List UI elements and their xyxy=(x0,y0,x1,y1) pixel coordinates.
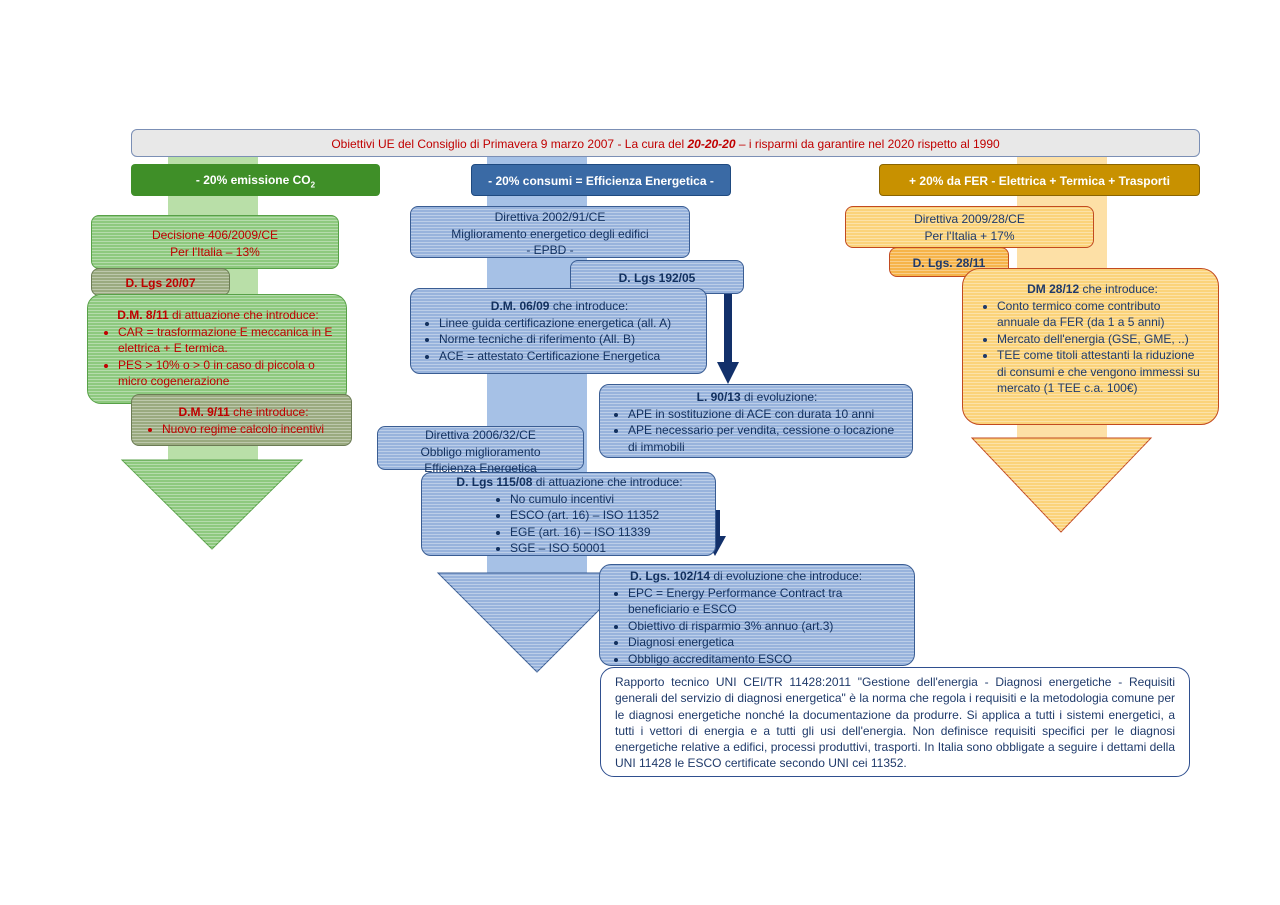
dm-28-12-box: DM 28/12 che introduce: Conto termico co… xyxy=(962,268,1219,425)
title-bar: Obiettivi UE del Consiglio di Primavera … xyxy=(131,129,1200,157)
direttiva-2009-box: Direttiva 2009/28/CE Per l'Italia + 17% xyxy=(845,206,1094,248)
dlgs-102-14-item: Obbligo accreditamento ESCO xyxy=(628,651,906,668)
dm-9-11-title: D.M. 9/11 xyxy=(178,405,230,419)
decisione-406-line2: Per l'Italia – 13% xyxy=(170,244,260,259)
l-90-13-item: APE in sostituzione di ACE con durata 10… xyxy=(628,406,904,423)
direttiva-2006-line3: Efficienza Energetica xyxy=(424,461,537,475)
dlgs-115-08-rest: di attuazione che introduce: xyxy=(532,475,683,489)
dm-8-11-box: D.M. 8/11 di attuazione che introduce: C… xyxy=(87,294,347,404)
dlgs-115-08-item: ESCO (art. 16) – ISO 11352 xyxy=(510,507,707,524)
direttiva-2009-line1: Direttiva 2009/28/CE xyxy=(914,212,1025,226)
dlgs-102-14-item: Diagnosi energetica xyxy=(628,634,906,651)
dlgs-115-08-item: EGE (art. 16) – ISO 11339 xyxy=(510,524,707,541)
dm-28-12-title: DM 28/12 xyxy=(1027,282,1080,296)
l-90-13-item: APE necessario per vendita, cessione o l… xyxy=(628,422,904,455)
direttiva-2006-line1: Direttiva 2006/32/CE xyxy=(425,428,536,442)
rapporto-tecnico-note: Rapporto tecnico UNI CEI/TR 11428:2011 "… xyxy=(600,667,1190,777)
dlgs-115-08-box: D. Lgs 115/08 di attuazione che introduc… xyxy=(421,472,716,556)
dm-8-11-item: CAR = trasformazione E meccanica in E el… xyxy=(118,324,336,357)
dm-8-11-title: D.M. 8/11 xyxy=(117,308,169,322)
dm-28-12-item: Conto termico come contributo annuale da… xyxy=(997,298,1206,331)
title-suffix: – i risparmi da garantire nel 2020 rispe… xyxy=(735,137,1000,151)
dm-8-11-item: PES > 10% o > 0 in caso di piccola o mic… xyxy=(118,357,336,390)
dlgs-115-08-item: SGE – ISO 50001 xyxy=(510,540,707,557)
direttiva-2002-line2: Miglioramento energetico degli edifici xyxy=(451,226,649,241)
dm-06-09-box: D.M. 06/09 che introduce: Linee guida ce… xyxy=(410,288,707,374)
header-fer: + 20% da FER - Elettrica + Termica + Tra… xyxy=(879,164,1200,196)
direttiva-2006-box: Direttiva 2006/32/CE Obbligo miglioramen… xyxy=(377,426,584,475)
navy-arrow-1 xyxy=(717,283,739,384)
dm-9-11-box: D.M. 9/11 che introduce: Nuovo regime ca… xyxy=(131,394,352,446)
l-90-13-rest: di evoluzione: xyxy=(740,390,818,404)
dm-06-09-title: D.M. 06/09 xyxy=(490,299,550,313)
dlgs-102-14-rest: di evoluzione che introduce: xyxy=(710,569,863,583)
dlgs-20-07-label: D. Lgs 20/07 xyxy=(125,276,196,290)
dlgs-192-05-label: D. Lgs 192/05 xyxy=(618,271,696,285)
dm-28-12-item: Mercato dell'energia (GSE, GME, ..) xyxy=(997,331,1206,348)
dm-06-09-item: ACE = attestato Certificazione Energetic… xyxy=(439,348,698,365)
dm-28-12-rest: che introduce: xyxy=(1079,282,1158,296)
decisione-406-line1: Decisione 406/2009/CE xyxy=(151,228,279,242)
dm-06-09-item: Linee guida certificazione energetica (a… xyxy=(439,315,698,332)
title-emph: 20-20-20 xyxy=(687,137,736,151)
dm-9-11-rest: che introduce: xyxy=(229,405,309,419)
dlgs-115-08-item: No cumulo incentivi xyxy=(510,491,707,508)
dlgs-20-07-box: D. Lgs 20/07 xyxy=(91,268,230,296)
dm-06-09-item: Norme tecniche di riferimento (All. B) xyxy=(439,331,698,348)
header-efficienza: - 20% consumi = Efficienza Energetica - xyxy=(471,164,731,196)
header-co2-sub: 2 xyxy=(310,180,316,190)
direttiva-2002-box: Direttiva 2002/91/CE Miglioramento energ… xyxy=(410,206,690,258)
direttiva-2002-line1: Direttiva 2002/91/CE xyxy=(494,210,606,224)
dlgs-102-14-item: Obiettivo di risparmio 3% annuo (art.3) xyxy=(628,618,906,635)
dm-06-09-rest: che introduce: xyxy=(549,299,629,313)
dlgs-102-14-box: D. Lgs. 102/14 di evoluzione che introdu… xyxy=(599,564,915,666)
l-90-13-box: L. 90/13 di evoluzione: APE in sostituzi… xyxy=(599,384,913,458)
direttiva-2002-line3: - EPBD - xyxy=(526,243,574,257)
dlgs-102-14-item: EPC = Energy Performance Contract tra be… xyxy=(628,585,906,618)
dm-9-11-item: Nuovo regime calcolo incentivi xyxy=(162,421,343,438)
dlgs-102-14-title: D. Lgs. 102/14 xyxy=(630,569,711,583)
l-90-13-title: L. 90/13 xyxy=(696,390,741,404)
dm-8-11-rest: di attuazione che introduce: xyxy=(168,308,319,322)
title-prefix: Obiettivi UE del Consiglio di Primavera … xyxy=(331,137,688,151)
dlgs-115-08-title: D. Lgs 115/08 xyxy=(456,475,533,489)
direttiva-2006-line2: Obbligo miglioramento xyxy=(420,444,541,459)
dlgs-28-11-label: D. Lgs. 28/11 xyxy=(912,256,986,270)
header-co2: - 20% emissione CO2 xyxy=(131,164,380,196)
direttiva-2009-line2: Per l'Italia + 17% xyxy=(924,228,1015,243)
header-co2-label: - 20% emissione CO xyxy=(195,173,311,187)
decisione-406-box: Decisione 406/2009/CE Per l'Italia – 13% xyxy=(91,215,339,269)
dm-28-12-item: TEE come titoli attestanti la riduzione … xyxy=(997,347,1206,397)
